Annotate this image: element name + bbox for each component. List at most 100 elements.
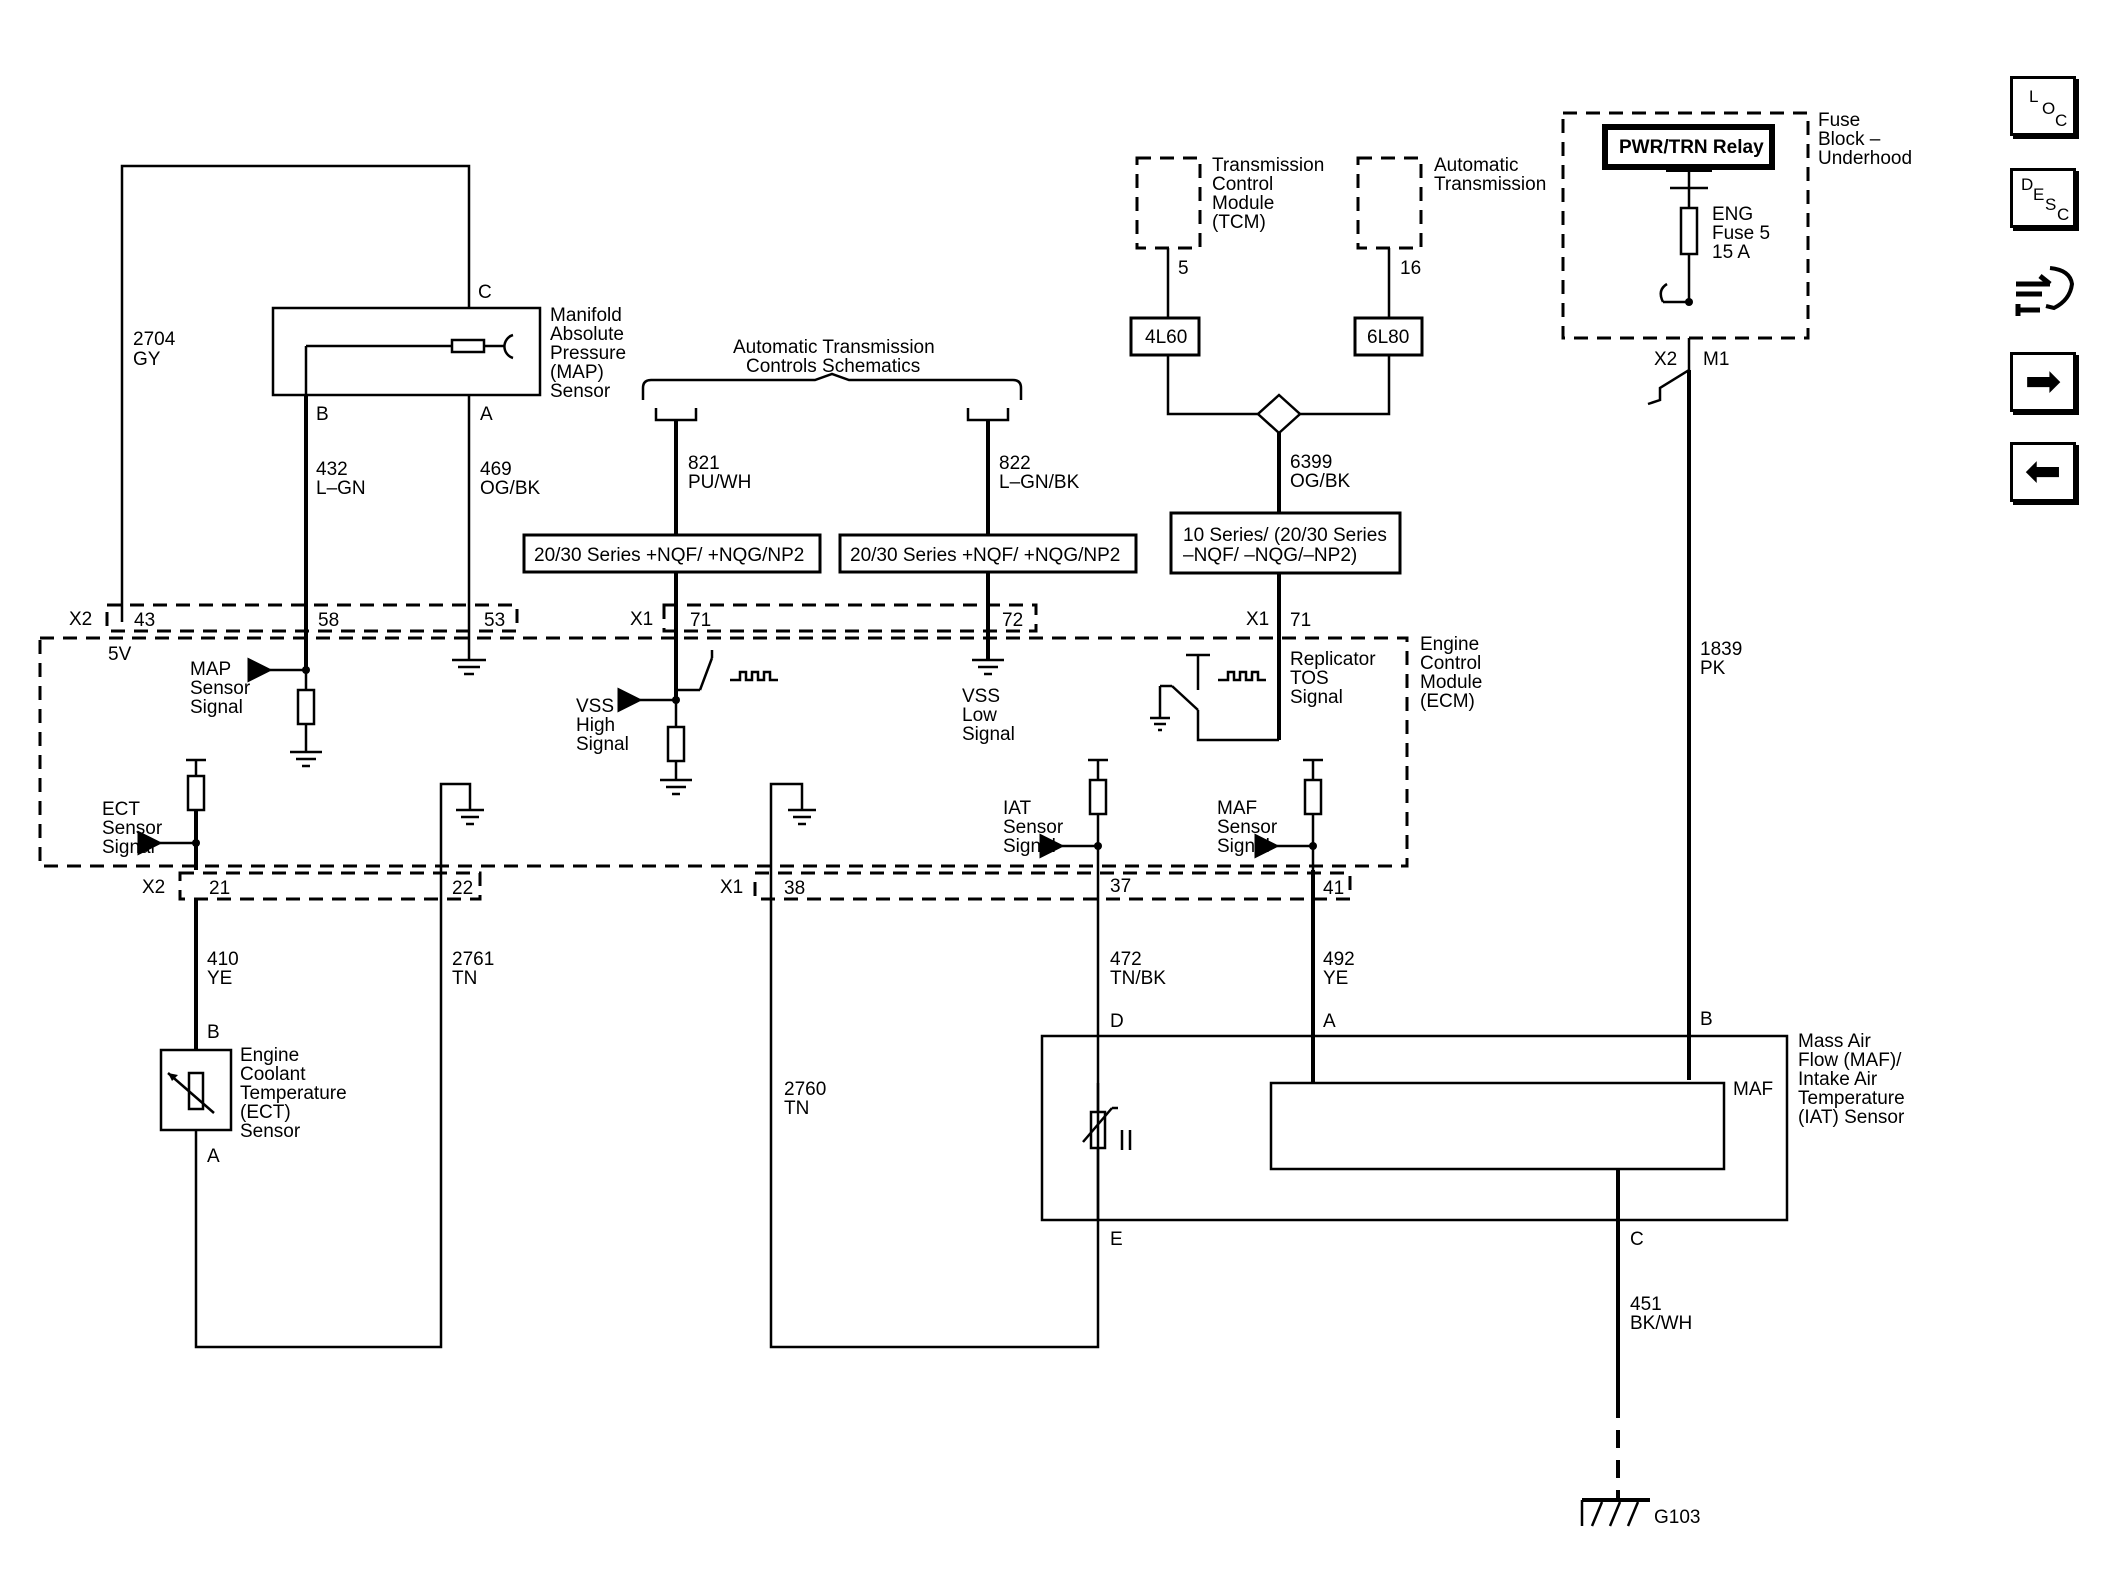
loc-icon-l: L: [2029, 87, 2039, 106]
wire-2704: 2704 GY: [120, 164, 471, 622]
auto-trans-label-1: Automatic: [1434, 155, 1518, 176]
wire-451-color: BK/WH: [1630, 1313, 1692, 1334]
pin-37: 37: [1110, 876, 1131, 897]
map-sensor: C B A Manifold Absolute Pressure (MAP) S…: [271, 282, 626, 425]
connector-x2-bottom: X2 21 22: [142, 871, 482, 901]
wire-451-number: 451: [1630, 1294, 1662, 1315]
wire-6399-number: 6399: [1290, 452, 1332, 473]
fuse-label-2: Fuse 5: [1712, 223, 1770, 244]
ecm-label-1: Engine: [1420, 634, 1479, 655]
wire-2761-number: 2761: [452, 949, 494, 970]
series-option-3-line1: 10 Series/ (20/30 Series: [1183, 525, 1387, 546]
pin-71a: 71: [690, 610, 711, 631]
prev-arrow-icon[interactable]: ⬅: [2010, 442, 2076, 502]
fuse-block-label-3: Underhood: [1818, 148, 1912, 169]
maf-signal-label-3: Signal: [1217, 836, 1270, 857]
pwr-trn-relay: PWR/TRN Relay: [1619, 137, 1764, 158]
series-option-2: 20/30 Series +NQF/ +NQG/NP2: [838, 533, 1138, 574]
atc-reference: Automatic Transmission Controls Schemati…: [641, 337, 1023, 422]
desc-icon-s: S: [2045, 195, 2057, 214]
loc-icon-o: O: [2042, 99, 2056, 118]
ect-signal-label-1: ECT: [102, 799, 140, 820]
pin-72: 72: [1002, 610, 1023, 631]
wire-472: 472 TN/BK: [1096, 870, 1166, 1220]
ect-label-5: Sensor: [240, 1121, 301, 1142]
maf-iat-sensor: MAF D A B E C Mass Air Flow (MAF)/ Intak…: [1040, 1009, 1905, 1250]
wire-469: 469 OG/BK: [467, 395, 541, 660]
maf-pin-b: B: [1700, 1009, 1713, 1030]
vss-low-label-2: Low: [962, 705, 997, 726]
map-label-2: Absolute: [550, 324, 624, 345]
ect-signal-label-2: Sensor: [102, 818, 163, 839]
wire-492-number: 492: [1323, 949, 1355, 970]
ref-5v-label: 5V: [108, 644, 132, 665]
wire-821: 821 PU/WH: [674, 420, 751, 700]
ground-38: [769, 782, 816, 870]
splice-6399: 6399 OG/BK: [1166, 355, 1391, 513]
replicator-label-2: TOS: [1290, 668, 1329, 689]
ecm-label-2: Control: [1420, 653, 1481, 674]
series-option-3: 10 Series/ (20/30 Series –NQF/ –NQG/–NP2…: [1169, 511, 1402, 575]
maf-signal-circuit: MAF Sensor Signal: [1217, 758, 1323, 870]
ect-pin-a: A: [207, 1146, 220, 1167]
wire-1839-color: PK: [1700, 658, 1726, 679]
wire-492: 492 YE: [1311, 870, 1355, 1083]
conn-x1-top-b-label: X1: [1246, 609, 1269, 630]
wire-2761: 2761 TN: [194, 870, 494, 1349]
prev-arrow-glyph: ⬅: [2024, 446, 2062, 497]
connector-x2-top: X2 43 58 53: [69, 603, 519, 633]
pin-41: 41: [1323, 878, 1344, 899]
maf-pin-c: C: [1630, 1229, 1644, 1250]
maf-label-5: (IAT) Sensor: [1798, 1107, 1905, 1128]
desc-icon[interactable]: D E S C: [2010, 168, 2076, 228]
series-option-3-line2: –NQF/ –NQG/–NP2): [1183, 545, 1357, 566]
iat-signal-label-3: Signal: [1003, 836, 1056, 857]
tcm-option: 4L60: [1145, 327, 1187, 348]
loc-icon[interactable]: L O C: [2010, 76, 2076, 136]
wire-2704-color: GY: [133, 349, 161, 370]
maf-label-3: Intake Air: [1798, 1069, 1878, 1090]
ground-g103: G103: [1580, 1498, 1700, 1528]
map-pin-a: A: [480, 404, 493, 425]
fuse-block-label-1: Fuse: [1818, 110, 1860, 131]
iat-signal-circuit: IAT Sensor Signal: [1003, 758, 1108, 870]
wire-2704-number: 2704: [133, 329, 176, 350]
wire-6399-color: OG/BK: [1290, 471, 1351, 492]
wire-432-color: L–GN: [316, 478, 366, 499]
fuse-pin: M1: [1703, 349, 1729, 370]
maf-label-2: Flow (MAF)/: [1798, 1050, 1902, 1071]
map-label-1: Manifold: [550, 305, 622, 326]
vss-high-label-2: High: [576, 715, 615, 736]
maf-label-1: Mass Air: [1798, 1031, 1872, 1052]
wrench-icon[interactable]: [2010, 258, 2076, 330]
pin-53: 53: [484, 610, 505, 631]
ecm-label-3: Module: [1420, 672, 1482, 693]
pin-71b: 71: [1290, 610, 1311, 631]
wire-432: 432 L–GN: [304, 395, 366, 670]
wire-1839: 1839 PK: [1687, 370, 1742, 1080]
wire-2760-color: TN: [784, 1098, 809, 1119]
wire-2761-color: TN: [452, 968, 477, 989]
fuse-label-3: 15 A: [1712, 242, 1750, 263]
wire-1839-number: 1839: [1700, 639, 1742, 660]
connector-x1-bottom: X1 38 37 41: [720, 871, 1352, 901]
map-signal-label-1: MAP: [190, 659, 231, 680]
map-signal-circuit: MAP Sensor Signal: [190, 657, 322, 768]
wire-822-color: L–GN/BK: [999, 472, 1080, 493]
fuse-label-1: ENG: [1712, 204, 1753, 225]
wire-472-color: TN/BK: [1110, 968, 1166, 989]
fuse-connector: X2: [1654, 349, 1677, 370]
maf-signal-label-2: Sensor: [1217, 817, 1278, 838]
next-arrow-icon[interactable]: ➡: [2010, 352, 2076, 412]
wire-2760: 2760 TN: [769, 870, 1100, 1349]
ect-signal-circuit: ECT Sensor Signal: [102, 758, 206, 870]
iat-signal-label-2: Sensor: [1003, 817, 1064, 838]
pin-21: 21: [209, 878, 230, 899]
ect-label-3: Temperature: [240, 1083, 347, 1104]
series-option-2-text: 20/30 Series +NQF/ +NQG/NP2: [850, 545, 1120, 566]
auto-trans-label-2: Transmission: [1434, 174, 1546, 195]
tcm-label-1: Transmission: [1212, 155, 1324, 176]
wire-451: 451 BK/WH: [1616, 1169, 1692, 1500]
wire-432-number: 432: [316, 459, 348, 480]
